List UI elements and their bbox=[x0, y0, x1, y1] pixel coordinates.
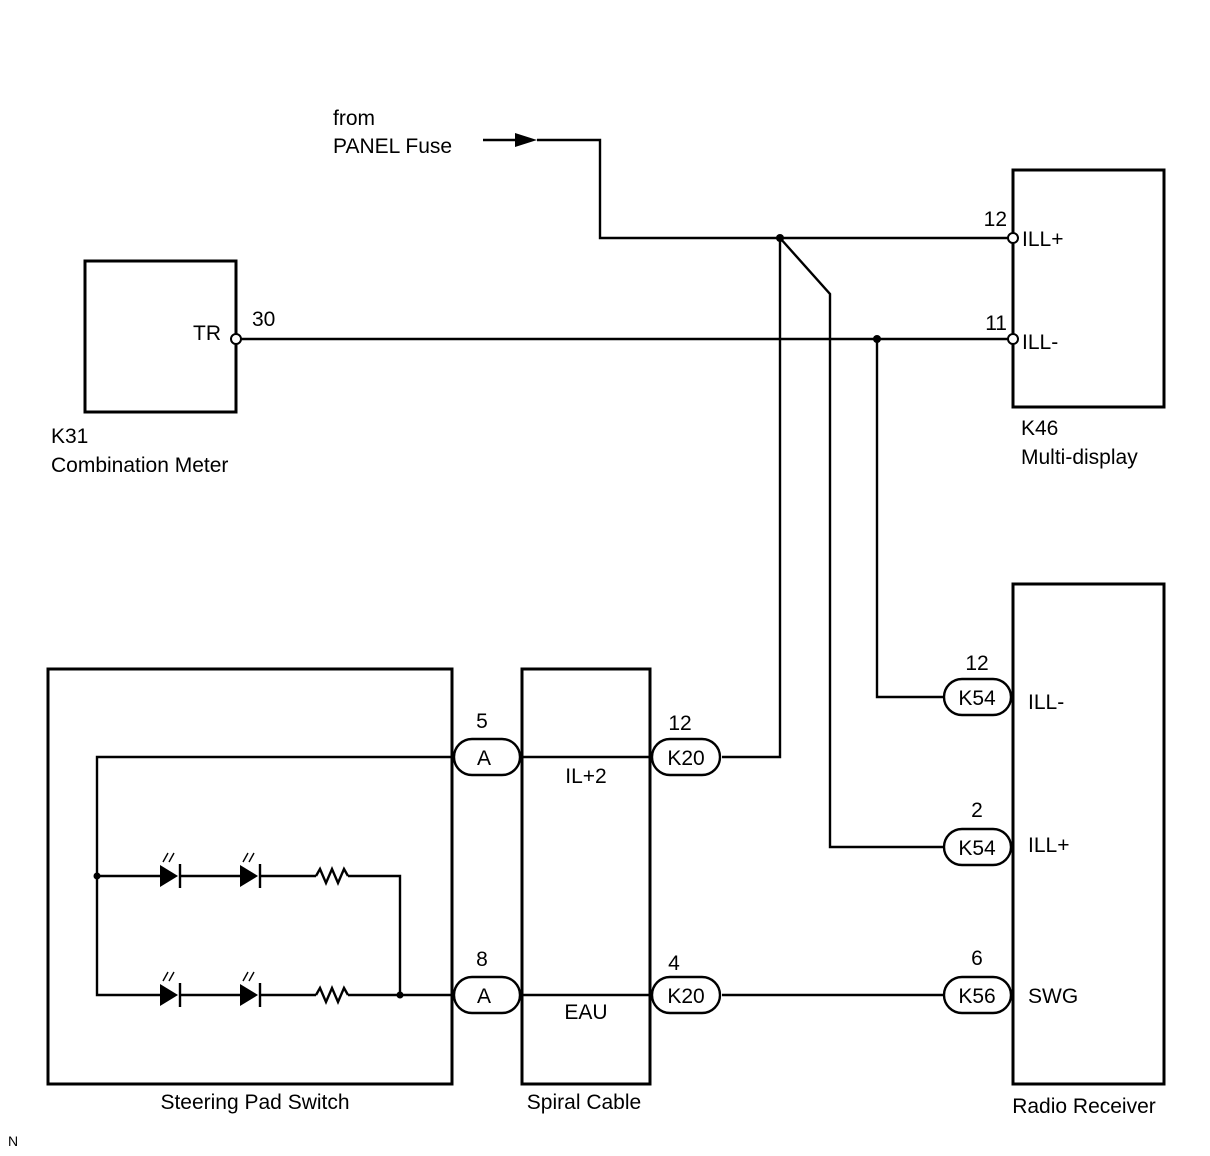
radio-connector-k56-label: K56 bbox=[958, 985, 995, 1008]
source-label-fuse: PANEL Fuse bbox=[333, 135, 452, 158]
source-arrow-icon bbox=[515, 133, 537, 147]
connector-a-pin-5-label: A bbox=[477, 747, 491, 770]
radio-connector-k54-ill-plus bbox=[942, 827, 1013, 867]
radio-pin-6-number: 6 bbox=[971, 947, 983, 970]
spiral-signal-il2: IL+2 bbox=[565, 765, 606, 788]
connector-a-pin-5-number: 5 bbox=[476, 710, 488, 733]
k46-terminal-ill-plus-icon bbox=[1007, 232, 1019, 244]
wire-ill-plus-to-k20 bbox=[722, 238, 782, 759]
radio-receiver-box bbox=[1011, 582, 1166, 1086]
radio-receiver-name: Radio Receiver bbox=[1012, 1095, 1156, 1118]
resistor-icon bbox=[314, 865, 350, 887]
connector-a-pin-8 bbox=[452, 975, 522, 1015]
corner-mark: N bbox=[8, 1133, 18, 1149]
radio-pin-12-number: 12 bbox=[965, 652, 988, 675]
k46-pin-12-number: 12 bbox=[984, 208, 1007, 231]
wire-panel-fuse-ill-plus bbox=[537, 138, 1012, 240]
wire-ill-plus-to-radio bbox=[779, 237, 944, 849]
connector-k20-pin-12 bbox=[650, 737, 722, 777]
k46-pin-12-signal: ILL+ bbox=[1022, 228, 1063, 251]
k46-name: Multi-display bbox=[1021, 446, 1138, 469]
led-icon bbox=[160, 971, 182, 1007]
radio-connector-k54-label-1: K54 bbox=[958, 687, 996, 710]
spiral-signal-eau: EAU bbox=[564, 1001, 607, 1024]
radio-signal-swg: SWG bbox=[1028, 985, 1078, 1008]
steering-pad-switch-box bbox=[46, 667, 454, 1086]
radio-pin-2-number: 2 bbox=[971, 799, 983, 822]
resistor-icon bbox=[314, 984, 350, 1006]
multi-display-box bbox=[1011, 168, 1166, 409]
radio-connector-k54-ill-minus bbox=[942, 677, 1013, 717]
led-icon bbox=[160, 852, 182, 888]
radio-connector-k54-label-2: K54 bbox=[958, 837, 996, 860]
k46-pin-11-signal: ILL- bbox=[1022, 331, 1058, 354]
k31-terminal-label: TR bbox=[193, 322, 221, 345]
k46-id: K46 bbox=[1021, 417, 1058, 440]
connector-a-pin-8-label: A bbox=[477, 985, 491, 1008]
connector-a-pin-5 bbox=[452, 737, 522, 777]
radio-signal-ill-plus: ILL+ bbox=[1028, 834, 1069, 857]
led-icon bbox=[240, 971, 262, 1007]
k31-pin-number: 30 bbox=[252, 308, 275, 331]
connector-k20-pin-12-label: K20 bbox=[667, 747, 704, 770]
spiral-cable-box bbox=[520, 667, 652, 1086]
led-branch-upper-return bbox=[348, 874, 454, 997]
connector-a-pin-8-number: 8 bbox=[476, 948, 488, 971]
source-label-from: from bbox=[333, 107, 375, 130]
k31-terminal-icon bbox=[230, 333, 242, 345]
radio-signal-ill-minus: ILL- bbox=[1028, 691, 1064, 714]
connector-k20-pin-4 bbox=[650, 975, 722, 1015]
k46-terminal-ill-minus-icon bbox=[1007, 333, 1019, 345]
connector-k20-pin-4-label: K20 bbox=[667, 985, 704, 1008]
wire-ill-minus-to-radio bbox=[875, 339, 944, 699]
connector-k20-pin-4-number: 4 bbox=[668, 952, 680, 975]
led-icon bbox=[240, 852, 262, 888]
connector-k20-pin-12-number: 12 bbox=[668, 712, 691, 735]
spiral-cable-name: Spiral Cable bbox=[527, 1091, 641, 1114]
k31-name: Combination Meter bbox=[51, 454, 228, 477]
k31-id: K31 bbox=[51, 425, 88, 448]
k46-pin-11-number: 11 bbox=[985, 312, 1007, 335]
steering-pad-switch-name: Steering Pad Switch bbox=[160, 1091, 349, 1114]
